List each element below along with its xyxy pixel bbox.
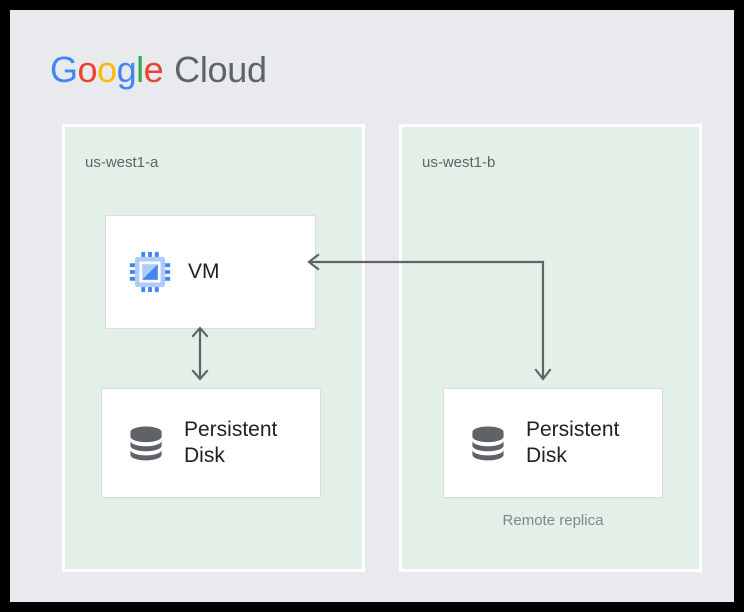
- cpu-chip-icon: [129, 251, 171, 293]
- logo-letter-e: e: [143, 49, 164, 90]
- google-wordmark: Google: [50, 49, 164, 90]
- caption-remote-replica: Remote replica: [502, 512, 604, 529]
- google-cloud-logo: Google Cloud: [50, 48, 267, 92]
- zone-label-us-west1-a: us-west1-a: [85, 154, 159, 171]
- zone-us-west1-b: us-west1-b: [399, 124, 702, 572]
- logo-letter-o1: o: [77, 49, 98, 90]
- diagram-canvas: Google Cloud us-west1-a us-west1-b: [10, 10, 734, 602]
- logo-letter-l: l: [136, 49, 144, 90]
- database-disk-icon: [472, 426, 504, 461]
- node-persistent-disk-b: Persistent Disk: [443, 388, 663, 498]
- node-persistent-disk-a: Persistent Disk: [101, 388, 321, 498]
- node-label-persistent-disk-a: Persistent Disk: [184, 418, 278, 467]
- database-disk-icon: [130, 426, 162, 461]
- cloud-wordmark: Cloud: [174, 49, 267, 90]
- node-vm: VM: [105, 215, 316, 329]
- logo-letter-o2: o: [97, 49, 117, 90]
- logo-letter-g2: g: [116, 49, 137, 90]
- logo-letter-g: G: [50, 49, 78, 90]
- zone-us-west1-a: us-west1-a: [62, 124, 365, 572]
- node-label-persistent-disk-b: Persistent Disk: [526, 418, 620, 467]
- zone-label-us-west1-b: us-west1-b: [422, 154, 496, 171]
- node-label-vm: VM: [188, 260, 220, 284]
